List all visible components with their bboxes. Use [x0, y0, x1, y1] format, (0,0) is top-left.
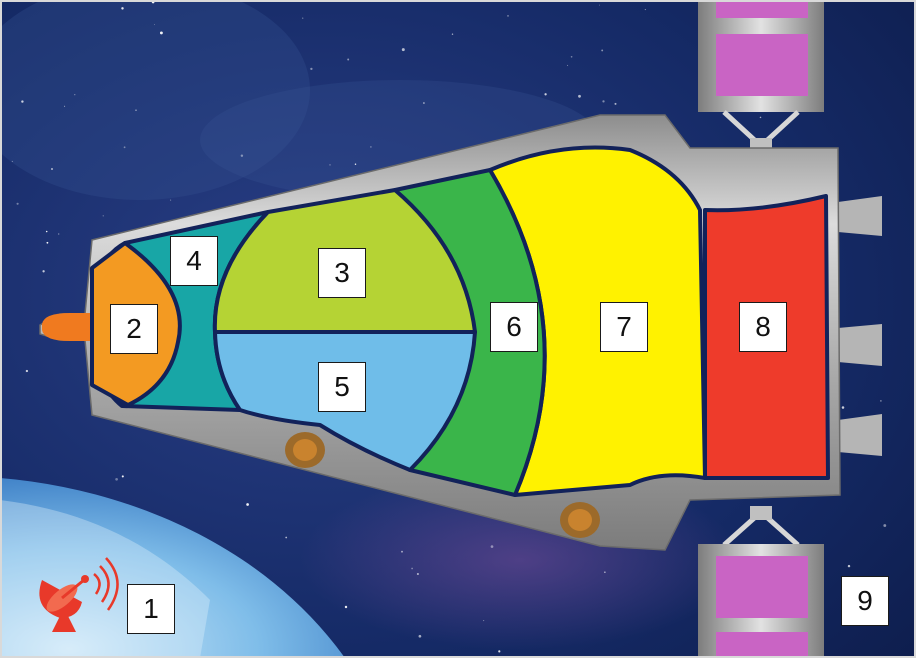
star: [483, 620, 484, 621]
label-7: 7: [600, 302, 648, 352]
star: [58, 233, 59, 234]
star: [51, 168, 53, 170]
star: [154, 24, 155, 25]
label-2: 2: [110, 304, 158, 354]
star: [74, 94, 75, 95]
star: [103, 215, 104, 216]
star: [760, 117, 762, 119]
label-1: 1: [127, 584, 175, 634]
label-9: 9: [841, 576, 889, 626]
star: [571, 56, 573, 58]
star: [417, 573, 419, 575]
star: [614, 103, 616, 105]
star: [883, 524, 886, 527]
star: [246, 503, 249, 506]
star: [411, 568, 413, 570]
star: [602, 100, 604, 102]
label-6: 6: [490, 302, 538, 352]
star: [170, 200, 171, 201]
star: [310, 68, 312, 70]
star: [17, 203, 19, 205]
star: [507, 15, 509, 17]
star: [64, 106, 65, 107]
star: [578, 95, 581, 98]
label-5: 5: [318, 362, 366, 412]
nose-cone: [42, 313, 92, 341]
star: [42, 270, 44, 272]
label-4: 4: [170, 236, 218, 286]
star: [12, 161, 13, 162]
star: [135, 110, 136, 111]
star: [121, 7, 123, 9]
star: [498, 650, 500, 652]
star: [842, 406, 845, 409]
label-8: 8: [739, 302, 787, 352]
star: [355, 164, 356, 165]
star: [601, 49, 603, 51]
star: [285, 537, 287, 539]
label-3: 3: [318, 248, 366, 298]
star: [46, 242, 48, 244]
star: [491, 545, 494, 548]
star: [122, 475, 124, 477]
star: [567, 65, 568, 66]
star: [26, 370, 28, 372]
star: [21, 100, 23, 102]
star: [599, 5, 600, 6]
star: [401, 551, 403, 553]
star: [604, 572, 605, 573]
star: [329, 164, 330, 165]
star: [402, 48, 405, 51]
star: [423, 102, 425, 104]
star: [419, 635, 422, 638]
star: [544, 93, 546, 95]
star: [46, 231, 48, 233]
star: [124, 146, 126, 148]
star: [347, 59, 349, 61]
star: [345, 606, 347, 608]
star: [452, 33, 453, 34]
star: [880, 400, 882, 402]
star: [241, 154, 243, 156]
star: [370, 146, 372, 148]
star: [302, 18, 303, 19]
star: [848, 565, 850, 567]
star: [645, 9, 646, 10]
star: [160, 31, 163, 34]
star: [115, 478, 118, 481]
